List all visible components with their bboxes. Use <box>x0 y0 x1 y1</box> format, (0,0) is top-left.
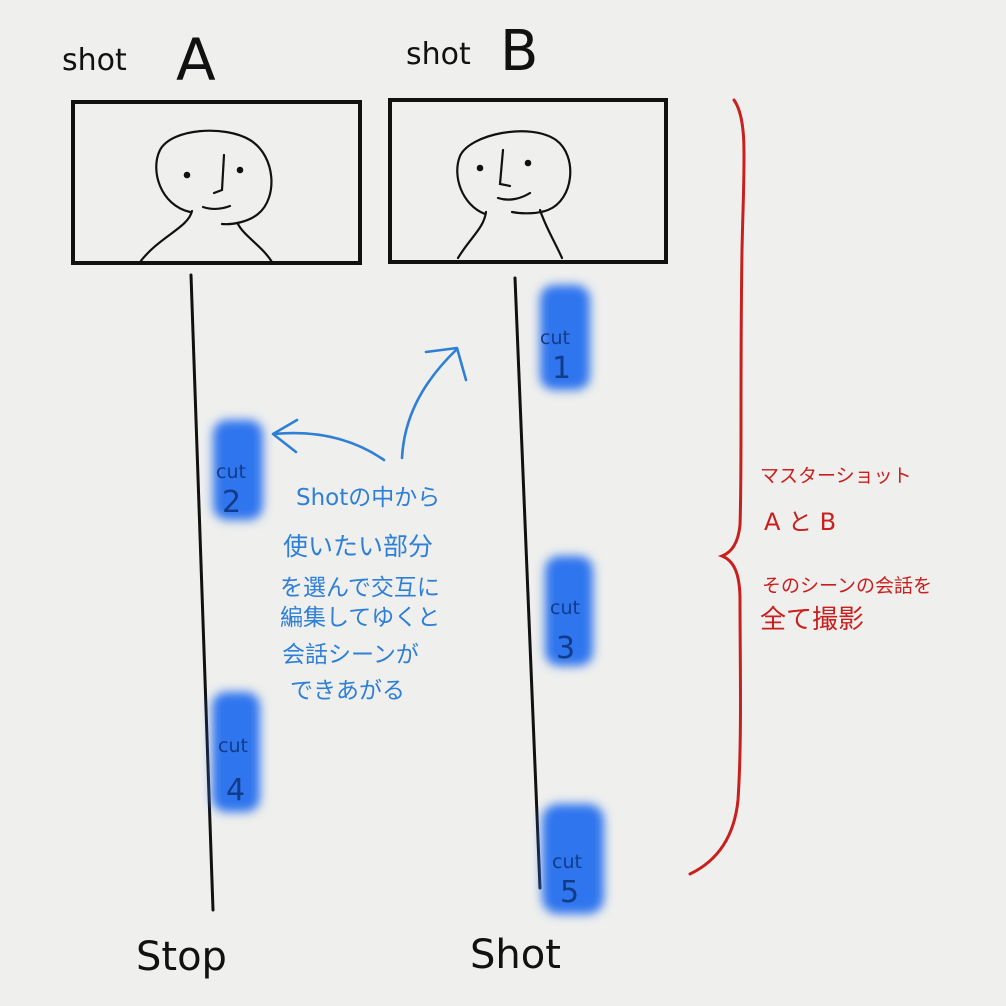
cut-5-marker <box>542 804 604 914</box>
arrow-to-cut1-head-icon <box>424 346 468 382</box>
cut-1-number: 1 <box>552 351 571 386</box>
cut-2-marker <box>213 420 263 520</box>
shot-a-frame <box>71 100 362 265</box>
side-note: マスターショット A と B そのシーンの会話を 全て撮影 <box>760 465 932 635</box>
shot-b-timeline <box>513 276 542 890</box>
face-a-icon <box>138 129 274 264</box>
shot-b-frame <box>388 98 668 264</box>
center-note: Shotの中から 使いたい部分 を選んで交互に 編集してゆくと 会話シーンが で… <box>280 485 440 704</box>
center-note-line-3: を選んで交互に <box>280 575 440 601</box>
arrow-to-cut1-icon <box>400 348 458 460</box>
shot-b-title-letter: B <box>500 19 538 84</box>
shot-a-title: shot A <box>62 26 216 94</box>
shot-a-title-letter: A <box>176 26 216 94</box>
arrow-to-cut2-icon <box>272 431 386 462</box>
side-note-line-3: そのシーンの会話を <box>762 575 932 597</box>
center-note-line-5: 会話シーンが <box>282 642 419 668</box>
side-note-line-1: マスターショット <box>760 465 912 487</box>
center-note-line-4: 編集してゆくと <box>280 605 440 631</box>
cut-4-marker <box>212 692 260 812</box>
cut-2-number: 2 <box>222 485 241 520</box>
cut-labels: cut 1 cut 2 cut 3 cut 4 cut 5 <box>216 327 582 910</box>
center-note-line-1: Shotの中から <box>296 485 440 511</box>
brace-icon <box>688 98 746 876</box>
face-b-icon <box>456 130 572 260</box>
arrows <box>271 346 468 462</box>
center-note-line-2: 使いたい部分 <box>283 532 433 561</box>
shot-b-end-label: Shot <box>470 932 561 978</box>
shot-a-title-word: shot <box>62 43 127 78</box>
cut-5-word: cut <box>552 851 582 873</box>
cut-3-marker <box>545 556 593 666</box>
cut-4-number: 4 <box>226 773 245 808</box>
side-note-line-4: 全て撮影 <box>760 605 864 635</box>
cut-1-word: cut <box>540 327 570 349</box>
shot-b-title: shot B <box>406 19 538 84</box>
shot-a-end-label: Stop <box>136 934 227 980</box>
cut-5-number: 5 <box>560 875 579 910</box>
cut-3-word: cut <box>550 597 580 619</box>
cut-2-word: cut <box>216 461 246 483</box>
side-note-line-2: A と B <box>764 508 836 536</box>
cut-4-word: cut <box>218 735 248 757</box>
shot-a-timeline <box>189 273 215 912</box>
arrow-to-cut2-head-icon <box>271 418 299 454</box>
shot-b-title-word: shot <box>406 37 471 72</box>
cut-1-marker <box>540 285 590 390</box>
cut-3-number: 3 <box>556 631 575 666</box>
center-note-line-6: できあがる <box>290 678 405 704</box>
